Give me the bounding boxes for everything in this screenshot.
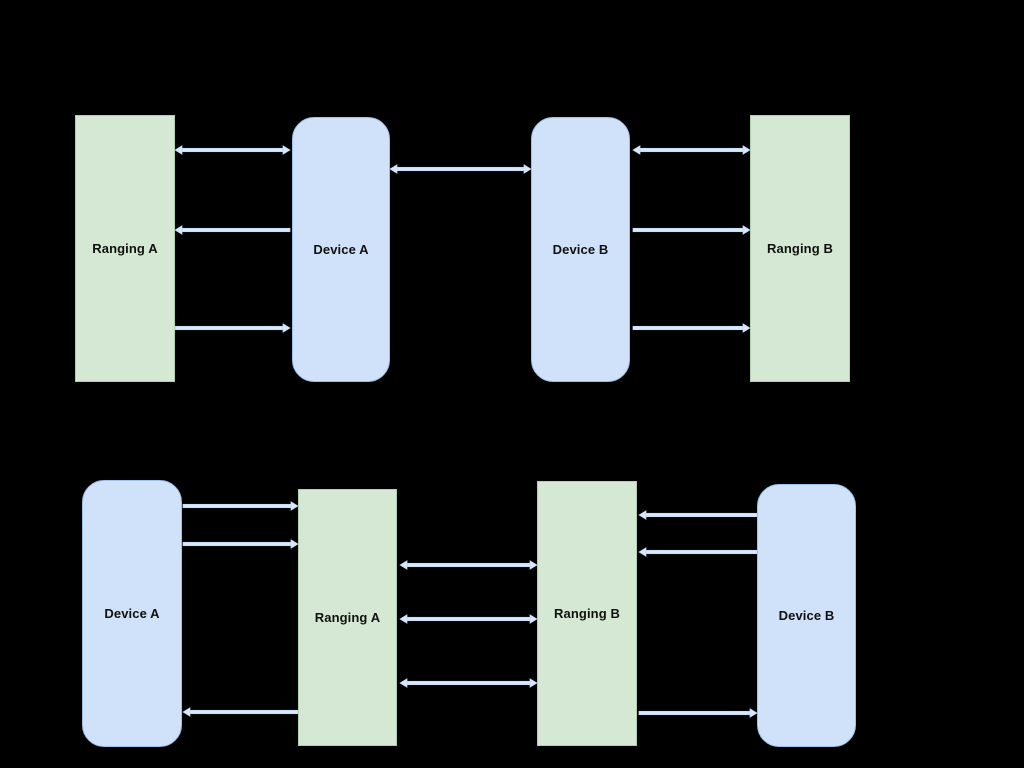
arrow-head-left-icon <box>399 560 408 570</box>
node-bot-device-a[interactable]: Device A <box>82 480 182 747</box>
node-label: Ranging A <box>314 609 381 625</box>
arrow-connector <box>399 613 538 625</box>
arrow-connector <box>399 677 538 689</box>
node-label: Ranging B <box>554 605 620 621</box>
arrow-connector <box>182 538 299 550</box>
arrow-head-right-icon <box>529 678 538 688</box>
node-bot-device-b[interactable]: Device B <box>757 484 856 747</box>
node-bot-ranging-a[interactable]: Ranging A <box>298 489 397 746</box>
arrow-head-left-icon <box>399 614 408 624</box>
node-label: Device B <box>778 607 835 623</box>
arrow-connector <box>638 546 758 558</box>
node-top-ranging-b[interactable]: Ranging B <box>750 115 850 382</box>
arrow-head-right-icon <box>290 539 299 549</box>
arrow-head-right-icon <box>749 708 758 718</box>
node-label: Device A <box>104 605 160 621</box>
arrow-head-right-icon <box>529 614 538 624</box>
arrow-head-left-icon <box>638 547 647 557</box>
arrow-connector <box>182 706 299 718</box>
arrow-head-left-icon <box>638 510 647 520</box>
arrow-connector <box>638 707 758 719</box>
node-top-device-b[interactable]: Device B <box>531 117 630 382</box>
arrow-head-left-icon <box>399 678 408 688</box>
node-top-device-a[interactable]: Device A <box>292 117 390 382</box>
arrow-head-right-icon <box>290 501 299 511</box>
arrow-head-right-icon <box>529 560 538 570</box>
arrow-head-left-icon <box>182 707 191 717</box>
arrow-connector <box>638 509 758 521</box>
arrow-connector <box>399 559 538 571</box>
node-bot-ranging-b[interactable]: Ranging B <box>537 481 637 746</box>
arrow-connector <box>182 500 299 512</box>
